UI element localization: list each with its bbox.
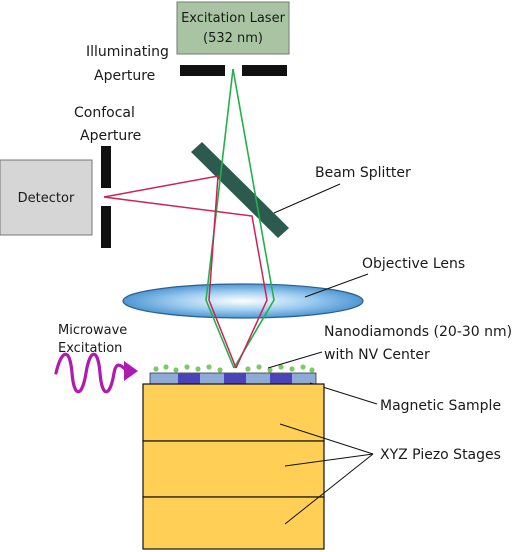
detector-box: [0, 159, 93, 236]
detector: Detector: [0, 159, 93, 236]
piezo-stage-x: [142, 496, 325, 550]
beam-splitter-plate: [191, 142, 289, 238]
microwave-label-line2: Excitation: [58, 341, 122, 356]
aperture-right-plate: [242, 65, 287, 76]
nanodiamond: [278, 364, 284, 370]
laser-label-line2: (532 nm): [203, 31, 263, 46]
confocal-aperture-bottom-plate: [101, 206, 111, 248]
nanodiamond: [173, 367, 179, 373]
detector-label: Detector: [18, 191, 75, 206]
emission-beam-left: [103, 175, 237, 369]
nanodiamond: [195, 366, 201, 372]
objective-lens-leader: [304, 273, 369, 298]
excitation-laser: Excitation Laser (532 nm): [176, 1, 290, 55]
piezo-leader-bottom: [284, 453, 374, 525]
confocal-aperture-top-plate: [101, 146, 111, 188]
nanodiamonds: Nanodiamonds (20-30 nm) with NV Center: [153, 324, 512, 373]
nanodiamond: [256, 364, 262, 370]
microwave-label-line1: Microwave: [58, 323, 127, 338]
nanodiamond: [300, 364, 306, 370]
confocal-aperture-label-line2: Aperture: [80, 128, 141, 144]
aperture-left-plate: [180, 65, 225, 76]
magnetic-sample-label: Magnetic Sample: [380, 398, 501, 414]
piezo-stage-z: [142, 383, 325, 442]
excitation-beam-right: [232, 68, 275, 369]
piezo-stages-label: XYZ Piezo Stages: [380, 447, 501, 463]
piezo-leader-mid: [284, 453, 374, 467]
beam-splitter-label: Beam Splitter: [315, 165, 411, 181]
nanodiamond: [267, 367, 273, 373]
excitation-beam-left: [205, 68, 235, 369]
illuminating-aperture-label-line1: Illuminating: [86, 44, 169, 60]
objective-lens-label: Objective Lens: [362, 256, 465, 272]
nanodiamond: [184, 364, 190, 370]
illuminating-aperture: Illuminating Aperture: [86, 44, 287, 84]
microwave-excitation: Microwave Excitation: [54, 323, 138, 394]
emission-beam: [103, 175, 268, 369]
nanodiamond: [245, 366, 251, 372]
nanodiamond: [206, 364, 212, 370]
sample-domain: [224, 373, 246, 384]
sample-domain: [178, 373, 200, 384]
confocal-aperture: Confocal Aperture: [74, 105, 141, 248]
nanodiamond: [163, 364, 169, 370]
piezo-leader-top: [279, 423, 374, 455]
nanodiamonds-label-line2: with NV Center: [324, 347, 430, 363]
microwave-arrowhead: [124, 361, 138, 381]
beam-splitter-leader: [273, 183, 341, 214]
confocal-aperture-label-line1: Confocal: [74, 105, 135, 121]
microwave-wave: [54, 352, 128, 394]
magnetic-sample: Magnetic Sample: [149, 372, 501, 414]
beam-splitter: Beam Splitter: [191, 142, 411, 238]
excitation-beam: [205, 68, 275, 369]
nanodiamond: [153, 366, 159, 372]
laser-label-line1: Excitation Laser: [181, 11, 286, 26]
lens-shape: [122, 283, 364, 319]
objective-lens: Objective Lens: [122, 256, 465, 319]
nanodiamond: [289, 366, 295, 372]
nanodiamond: [309, 367, 315, 373]
piezo-stage-y: [142, 440, 325, 498]
nanodiamonds-label-line1: Nanodiamonds (20-30 nm): [324, 324, 512, 340]
laser-box: [176, 1, 290, 55]
nanodiamonds-leader: [267, 351, 323, 369]
nanodiamond: [217, 367, 223, 373]
xyz-piezo-stages: XYZ Piezo Stages: [142, 383, 501, 550]
illuminating-aperture-label-line2: Aperture: [94, 68, 155, 84]
emission-beam-right: [103, 196, 268, 369]
sample-domain: [270, 373, 292, 384]
